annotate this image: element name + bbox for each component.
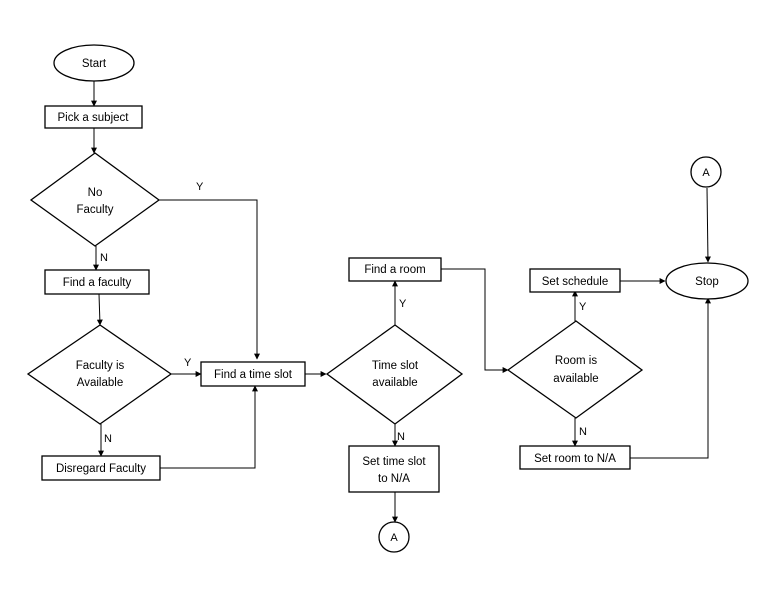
edge-find-faculty-to-faculty-available — [96, 293, 103, 326]
edge-label-faculty-available-no: N — [104, 433, 112, 445]
edge-label-time-slot-no: N — [397, 431, 405, 443]
time-slot-available-label-line1: Time slot — [372, 360, 419, 372]
edge-label-room-yes: Y — [579, 301, 587, 313]
disregard-faculty-label: Disregard Faculty — [56, 463, 146, 475]
edge-connector-a-to-stop — [704, 187, 711, 263]
edge-label-room-no: N — [579, 426, 587, 438]
edge-labels: Y N Y N Y N Y N — [100, 181, 587, 445]
connector-a-bottom-label: A — [390, 532, 398, 544]
set-room-na-node: Set room to N/A — [519, 445, 631, 470]
edge-find-room-to-room-decision — [441, 268, 509, 373]
find-faculty-node: Find a faculty — [44, 269, 150, 295]
no-faculty-label-line2: Faculty — [76, 204, 113, 216]
find-faculty-label: Find a faculty — [63, 277, 132, 289]
find-room-node: Find a room — [348, 257, 442, 282]
set-time-slot-na-label-line1: Set time slot — [362, 456, 426, 468]
find-time-slot-node: Find a time slot — [200, 361, 306, 387]
set-schedule-node: Set schedule — [529, 268, 621, 293]
pick-subject-label: Pick a subject — [58, 112, 130, 124]
edge-label-faculty-available-yes: Y — [184, 357, 192, 369]
edge-disregard-to-time-slot — [160, 385, 258, 469]
set-time-slot-na-node: Set time slot to N/A — [348, 445, 440, 493]
find-room-label: Find a room — [364, 264, 425, 276]
edge-no-faculty-yes-to-time-slot — [159, 199, 260, 360]
edge-set-room-na-to-stop — [630, 297, 711, 459]
disregard-faculty-node: Disregard Faculty — [41, 455, 161, 481]
connector-a-bottom: A — [378, 521, 410, 553]
faculty-available-label-line2: Available — [77, 377, 123, 389]
time-slot-available-label-line2: available — [372, 377, 417, 389]
room-available-decision: Room is available — [506, 320, 644, 419]
time-slot-available-decision: Time slot available — [325, 324, 464, 425]
edge-label-no-faculty-no: N — [100, 252, 108, 264]
edge-label-no-faculty-yes: Y — [196, 181, 204, 193]
set-schedule-label: Set schedule — [542, 276, 609, 288]
stop-node: Stop — [665, 262, 749, 300]
faculty-available-label-line1: Faculty is — [76, 360, 125, 372]
no-faculty-label-line1: No — [88, 187, 103, 199]
set-room-na-label: Set room to N/A — [534, 453, 616, 465]
set-time-slot-na-label-line2: to N/A — [378, 473, 410, 485]
pick-subject-node: Pick a subject — [44, 105, 143, 129]
start-node: Start — [53, 44, 135, 82]
edge-label-time-slot-yes: Y — [399, 298, 407, 310]
stop-label: Stop — [695, 276, 719, 288]
connector-a-top: A — [690, 156, 722, 188]
start-label: Start — [82, 58, 107, 70]
faculty-available-decision: Faculty is Available — [26, 324, 173, 425]
edges — [91, 80, 711, 523]
connector-a-top-label: A — [702, 167, 710, 179]
room-available-label-line1: Room is — [555, 355, 597, 367]
no-faculty-decision: No Faculty — [29, 152, 161, 247]
find-time-slot-label: Find a time slot — [214, 369, 293, 381]
room-available-label-line2: available — [553, 373, 598, 385]
